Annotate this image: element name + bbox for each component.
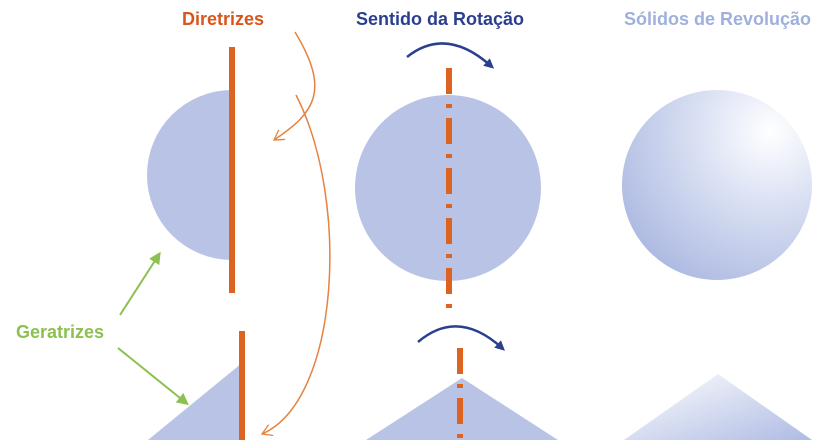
sentido-rotacao-label: Sentido da Rotação: [356, 9, 525, 29]
geratrizes-arrow-down: [117, 347, 189, 406]
geratrizes-label: Geratrizes: [16, 322, 105, 342]
sphere-solid: [622, 90, 812, 280]
half-triangle-generatrix: [148, 363, 242, 440]
solidos-revolucao-label: Sólidos de Revolução: [624, 9, 812, 29]
cone-solid: [624, 374, 812, 440]
rotation-arrow-top: [406, 42, 494, 69]
rotation-arrow-bottom: [417, 325, 505, 351]
geratrizes-arrow-up: [119, 251, 161, 316]
diretrizes-label: Diretrizes: [182, 9, 265, 29]
diretrizes-curve-arrow-top: [274, 31, 316, 140]
half-circle-generatrix: [147, 90, 232, 260]
diretrizes-curve-arrow-bottom: [262, 94, 331, 434]
